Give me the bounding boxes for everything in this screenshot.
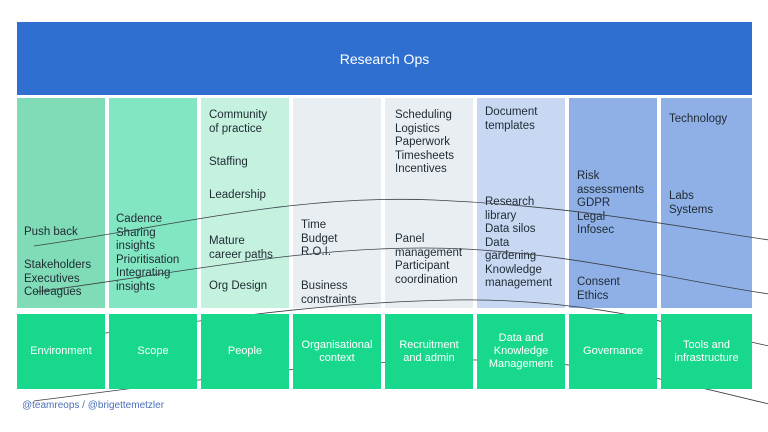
org-item-time-budget: Time Budget R.O.I.: [301, 219, 338, 258]
column-tools: Technology Labs Systems: [661, 98, 752, 308]
org-item-business-constraints: Business constraints: [301, 280, 357, 306]
people-item-staffing: Staffing: [209, 156, 248, 168]
people-item-org-design: Org Design: [209, 280, 268, 292]
label-scope: Scope: [109, 314, 197, 389]
people-item-career-paths: Mature career paths: [209, 235, 273, 261]
column-scope: Cadence Sharing insights Prioritisation …: [109, 98, 197, 308]
label-environment: Environment: [17, 314, 105, 389]
label-tools: Tools and infrastructure: [661, 314, 752, 389]
tools-item-technology: Technology: [669, 113, 728, 125]
credit-footer: @teamreops / @brigettemetzler: [22, 400, 165, 411]
column-recruitment: Scheduling Logistics Paperwork Timesheet…: [385, 98, 473, 308]
framework-grid: Push back Stakeholders Executives Collea…: [17, 98, 768, 405]
people-item-community: Community of practice: [209, 109, 268, 135]
label-data-knowledge: Data and Knowledge Management: [477, 314, 565, 389]
environment-item-push-back: Push back: [24, 226, 78, 238]
governance-item-risk: Risk assessments GDPR Legal Infosec: [577, 170, 645, 236]
label-recruitment: Recruitment and admin: [385, 314, 473, 389]
research-ops-banner: Research Ops: [17, 22, 752, 95]
tools-item-labs-systems: Labs Systems: [669, 190, 714, 216]
column-data-knowledge: Document templates Research library Data…: [477, 98, 565, 308]
people-item-leadership: Leadership: [209, 189, 266, 201]
recruitment-item-scheduling: Scheduling Logistics Paperwork Timesheet…: [395, 109, 455, 175]
recruitment-item-panel: Panel management Participant coordinatio…: [395, 233, 463, 286]
category-labels: Environment Scope People Organisational …: [17, 314, 752, 389]
environment-item-stakeholders: Stakeholders Executives Colleagues: [24, 259, 92, 298]
label-people: People: [201, 314, 289, 389]
data-item-research-library: Research library Data silos Data gardeni…: [485, 196, 553, 289]
data-item-document-templates: Document templates: [485, 106, 538, 132]
label-governance: Governance: [569, 314, 657, 389]
column-people: Community of practice Staffing Leadershi…: [201, 98, 289, 308]
column-governance: Risk assessments GDPR Legal Infosec Cons…: [569, 98, 657, 308]
scope-items: Cadence Sharing insights Prioritisation …: [116, 213, 180, 293]
column-environment: Push back Stakeholders Executives Collea…: [17, 98, 105, 308]
governance-item-consent: Consent Ethics: [577, 276, 620, 302]
label-organisational-context: Organisational context: [293, 314, 381, 389]
column-organisational-context: Time Budget R.O.I. Business constraints: [293, 98, 381, 308]
banner-title: Research Ops: [339, 50, 430, 67]
